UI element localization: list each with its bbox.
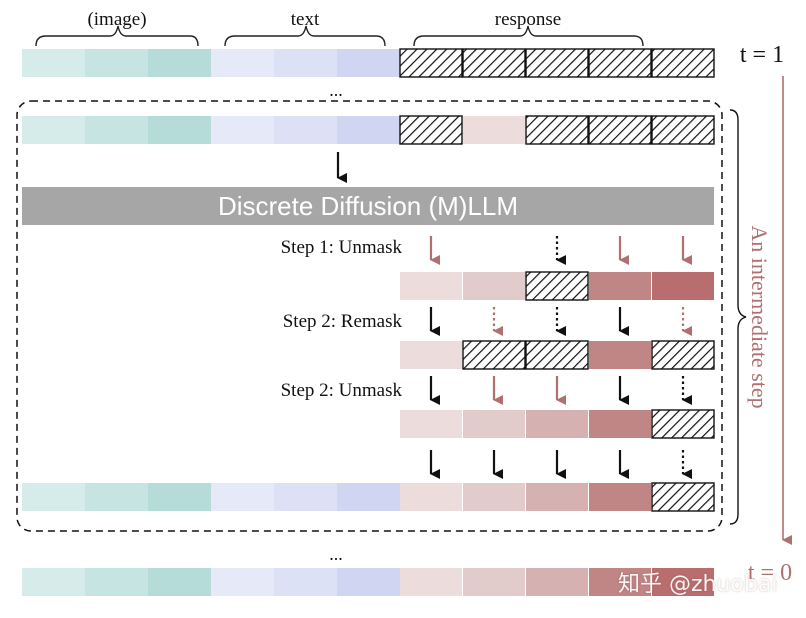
response-token: [463, 483, 525, 511]
masked-token: [588, 115, 652, 145]
image-token: [148, 116, 211, 144]
step1-label: Step 1: Unmask: [281, 237, 403, 258]
image-label: (image): [87, 9, 146, 30]
image-token: [85, 568, 148, 596]
t-start-label: t = 1: [740, 42, 784, 68]
text-token: [337, 483, 400, 511]
response-token: [463, 116, 525, 144]
token-rows: [22, 48, 715, 596]
masked-token: [399, 115, 463, 145]
arrows-final: [429, 450, 692, 479]
row-t0: [22, 568, 714, 596]
intermediate-step-label: An intermediate step: [747, 225, 772, 408]
image-token: [22, 568, 85, 596]
row-t1: [22, 48, 715, 78]
masked-token: [399, 48, 463, 78]
masked-token: [525, 115, 589, 145]
response-brace: [413, 25, 644, 47]
masked-token: [651, 115, 715, 145]
row-output: [22, 482, 715, 512]
text-token: [337, 568, 400, 596]
ellipsis-top: ...: [329, 80, 343, 100]
image-token: [22, 116, 85, 144]
image-token: [148, 568, 211, 596]
image-token: [22, 49, 85, 77]
text-token: [211, 568, 274, 596]
arrows-step1: [429, 236, 692, 265]
response-token: [526, 410, 588, 438]
masked-token: [525, 48, 589, 78]
text-token: [337, 49, 400, 77]
ellipsis-bottom: ...: [329, 544, 343, 564]
step2-remask-label: Step 2: Remask: [283, 311, 403, 332]
response-token: [589, 568, 651, 596]
masked-token: [651, 340, 715, 370]
row-input: [22, 115, 715, 145]
arrows-step2-remask: [429, 307, 692, 336]
intermediate-step-brace: [729, 109, 747, 525]
response-label: response: [495, 9, 561, 30]
text-token: [211, 49, 274, 77]
response-token: [589, 341, 651, 369]
intermediate-step-box: [16, 100, 723, 532]
response-token: [463, 568, 525, 596]
text-token: [274, 116, 337, 144]
masked-token: [462, 340, 526, 370]
image-token: [85, 483, 148, 511]
arrow-rows: [429, 236, 692, 479]
response-token: [400, 568, 462, 596]
response-token: [400, 410, 462, 438]
row-step2-remask: [400, 340, 715, 370]
response-token: [652, 272, 714, 300]
row-step2-unmask: [400, 409, 715, 439]
image-token: [85, 49, 148, 77]
masked-token: [462, 48, 526, 78]
masked-token: [651, 409, 715, 439]
text-token: [274, 49, 337, 77]
text-label: text: [291, 9, 320, 30]
response-token: [400, 341, 462, 369]
masked-token: [525, 340, 589, 370]
image-token: [148, 483, 211, 511]
masked-token: [651, 48, 715, 78]
text-token: [274, 568, 337, 596]
response-token: [400, 272, 462, 300]
image-brace: [35, 25, 199, 47]
masked-token: [525, 271, 589, 301]
t-end-label: t = 0: [748, 560, 792, 586]
response-token: [463, 272, 525, 300]
response-token: [463, 410, 525, 438]
text-token: [274, 483, 337, 511]
response-token: [589, 483, 651, 511]
image-token: [85, 116, 148, 144]
text-token: [211, 116, 274, 144]
response-token: [526, 568, 588, 596]
text-brace: [224, 25, 386, 47]
model-bar: [22, 187, 714, 225]
masked-token: [588, 48, 652, 78]
header-braces: [35, 25, 644, 47]
response-token: [589, 272, 651, 300]
image-token: [22, 483, 85, 511]
response-token: [526, 483, 588, 511]
text-token: [211, 483, 274, 511]
response-token: [652, 568, 714, 596]
row-step1: [400, 271, 714, 301]
response-token: [400, 483, 462, 511]
step2-unmask-label: Step 2: Unmask: [281, 380, 403, 401]
text-token: [337, 116, 400, 144]
masked-token: [651, 482, 715, 512]
model-label: Discrete Diffusion (M)LLM: [218, 191, 518, 221]
response-token: [589, 410, 651, 438]
arrows-step2-unmask: [429, 376, 692, 405]
image-token: [148, 49, 211, 77]
